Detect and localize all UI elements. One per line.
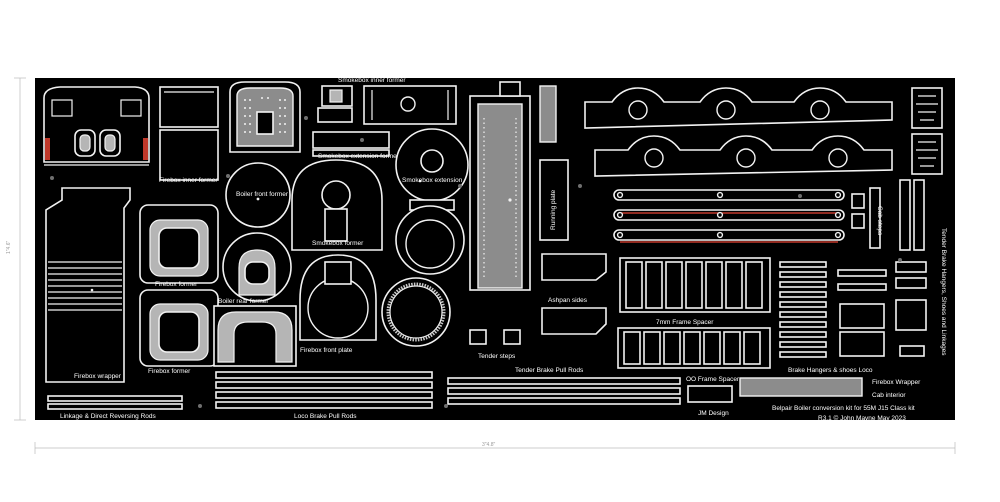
smokebox-inner-former-label: Smokebox inner former xyxy=(338,77,406,84)
firebox-former-label: Firebox former xyxy=(155,281,198,288)
cab-steps-part: Cab steps xyxy=(851,179,925,251)
oo-frame-spacer-label: OO Frame Spacer xyxy=(686,376,740,383)
brake-hangers-loco-part: Brake Hangers & shoes Loco xyxy=(779,261,873,374)
cab-front-part xyxy=(43,86,150,166)
frame-parts xyxy=(584,87,893,177)
tender-brake-pull-rods-part: Tender Brake Pull Rods xyxy=(447,367,681,405)
height-dimension-label: 1"4.6" xyxy=(6,240,12,254)
ashpan-sides-label: Ashpan sides xyxy=(548,297,588,304)
top-right-small-parts xyxy=(911,87,943,175)
tender-steps-label: Tender steps xyxy=(478,353,516,360)
firebox-front-plate-part: Firebox front plate xyxy=(213,305,353,367)
linkage-rods-part: Linkage & Direct Reversing Rods xyxy=(47,395,183,420)
ashpan-sides-part: Ashpan sides xyxy=(541,253,607,335)
mm-frame-spacer-label: 7mm Frame Spacer xyxy=(656,319,714,326)
loco-brake-pull-rods-part: Loco Brake Pull Rods xyxy=(215,371,433,420)
tender-brake-hangers-label: Tender Brake Hangers, Shoes and Linkages xyxy=(940,228,947,356)
linkage-rods-label: Linkage & Direct Reversing Rods xyxy=(60,413,156,420)
width-dimension-label: 3"4.8" xyxy=(482,442,496,448)
legend-line-1: Firebox Wrapper xyxy=(872,379,921,386)
boiler-front-former-label: Boiler front former xyxy=(236,191,289,198)
kit-title: Belpair Boiler conversion kit for 55M J1… xyxy=(772,405,915,412)
oo-frame-spacer-part: OO Frame Spacer JM Design xyxy=(686,376,740,417)
boiler-front-former-part: Boiler front former xyxy=(225,162,291,228)
jm-design-label: JM Design xyxy=(698,410,729,417)
firebox-inner-former-part: Firebox inner former xyxy=(159,86,219,184)
tender-brake-hangers-part: Tender Brake Hangers, Shoes and Linkages xyxy=(837,228,947,357)
running-plate-part: Running plate xyxy=(469,81,569,291)
frame-spacer-grid-part: 7mm Frame Spacer xyxy=(617,257,771,369)
legend-block: Firebox Wrapper Cab interior Belpair Boi… xyxy=(739,377,921,422)
firebox-inner-former-label: Firebox inner former xyxy=(159,177,218,184)
firebox-former-parts: Firebox former Firebox former xyxy=(139,204,219,375)
smokebox-extension-label: Smokebox extension xyxy=(402,177,463,184)
brake-rod-parts xyxy=(613,189,845,243)
smokebox-former-label: Smokebox former xyxy=(312,240,364,247)
firebox-former-label-2: Firebox former xyxy=(148,368,191,375)
running-plate-label: Running plate xyxy=(550,190,557,230)
revision-line: R3.1 © John Mayne May 2023 xyxy=(818,414,906,422)
smokebox-former-part: Smokebox former xyxy=(291,159,383,341)
small-top-parts: Smokebox inner former Smokebox extension… xyxy=(312,77,457,160)
dimension-lines: 1"4.6" 3"4.8" xyxy=(6,77,956,454)
alignment-tabs xyxy=(50,116,902,408)
loco-brake-pull-rods-label: Loco Brake Pull Rods xyxy=(294,413,357,420)
firebox-wrapper-part: Firebox wrapper xyxy=(45,187,131,383)
boiler-rear-former-part: Boiler rear former xyxy=(218,232,292,305)
smokebox-extension-part: Smokebox extension xyxy=(381,128,469,347)
tender-brake-pull-rods-label: Tender Brake Pull Rods xyxy=(515,367,584,374)
cab-steps-label: Cab steps xyxy=(876,206,883,236)
firebox-front-plate-label: Firebox front plate xyxy=(300,347,353,354)
brake-hangers-loco-label: Brake Hangers & shoes Loco xyxy=(788,367,873,374)
smokebox-extension-former-label: Smokebox extension former xyxy=(318,153,400,160)
smokebox-front-part xyxy=(229,81,301,153)
firebox-wrapper-label: Firebox wrapper xyxy=(74,373,122,380)
boiler-rear-former-label: Boiler rear former xyxy=(218,298,269,305)
tender-steps-part: Tender steps xyxy=(469,329,521,360)
wrapper-fold-lines xyxy=(48,261,122,311)
rivet-row xyxy=(244,97,286,133)
legend-line-2: Cab interior xyxy=(872,392,906,399)
